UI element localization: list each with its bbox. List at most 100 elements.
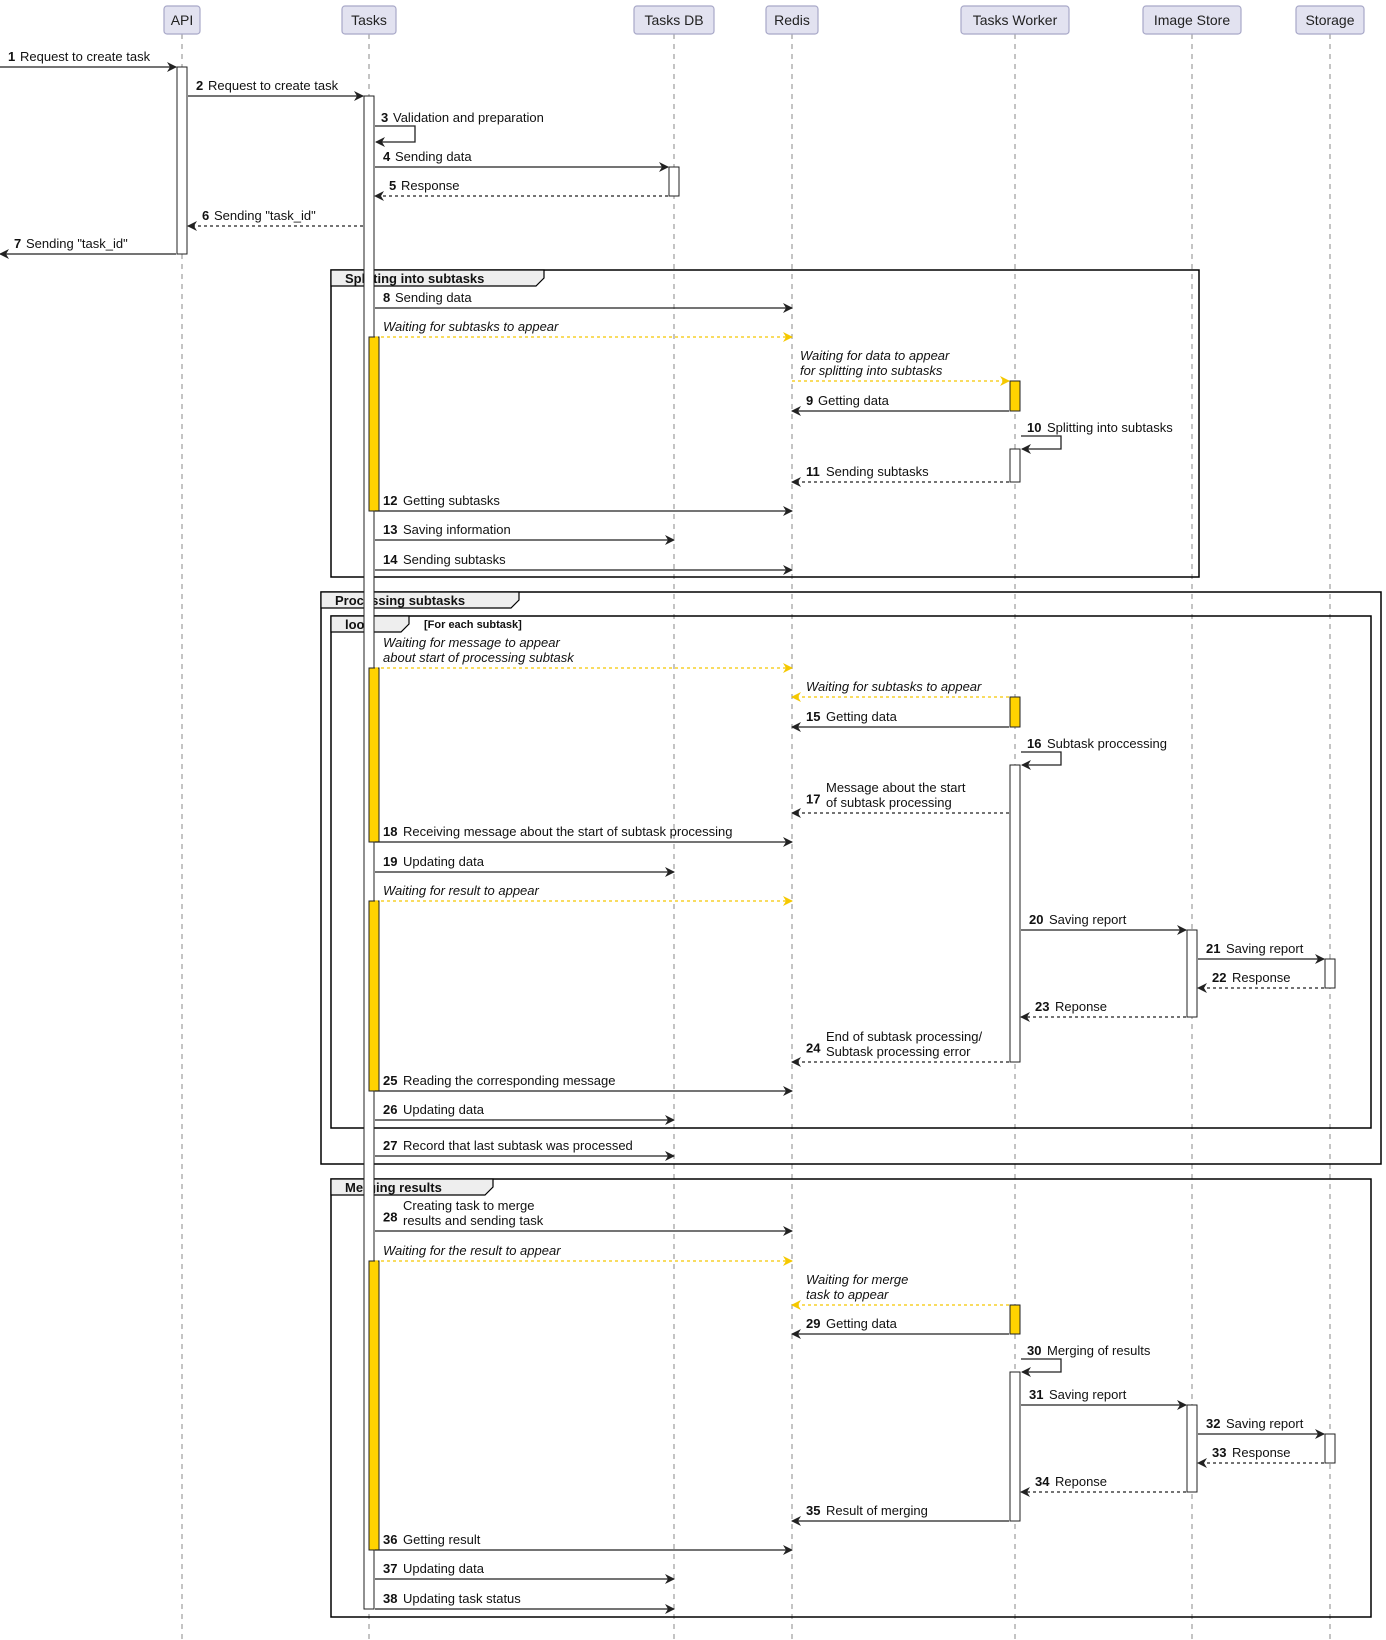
message-number: 17: [806, 792, 820, 807]
message-29: 29 Getting data: [791, 1316, 1009, 1339]
message-label: Subtask processing error: [826, 1044, 971, 1059]
message-number: 12: [383, 493, 397, 508]
participant-label: Tasks DB: [644, 12, 703, 28]
message-6: 6 Sending "task_id": [187, 208, 363, 231]
message-arrow: [375, 125, 416, 147]
participant-redis: Redis: [765, 5, 819, 35]
message-number: 10: [1027, 420, 1041, 435]
participant-storage: Storage: [1295, 5, 1365, 35]
message-21: 21 Saving report: [1198, 941, 1325, 964]
message-label: Waiting for result to appear: [383, 883, 540, 898]
message-label: Updating data: [403, 1561, 485, 1576]
message-arrow: [1021, 751, 1062, 770]
message-label: Waiting for message to appear: [383, 635, 560, 650]
message-label: Request to create task: [20, 49, 151, 64]
message-label: Reponse: [1055, 999, 1107, 1014]
message-label: Getting data: [826, 1316, 898, 1331]
activation-bar-worker: [1009, 448, 1021, 483]
message-label: Updating data: [403, 1102, 485, 1117]
message-label: Record that last subtask was processed: [403, 1138, 633, 1153]
frame-title: Processing subtasks: [335, 593, 465, 608]
message-32: 32 Saving report: [1198, 1416, 1325, 1439]
message-arrow: [1021, 1358, 1062, 1377]
message-number: 32: [1206, 1416, 1220, 1431]
participant-label: API: [171, 12, 194, 28]
activation-bar-imgstore: [1186, 929, 1198, 1018]
participant-label: Storage: [1305, 12, 1354, 28]
message-arrow: [1021, 435, 1062, 454]
message-label: Saving information: [403, 522, 511, 537]
message-35: 35 Result of merging: [791, 1503, 1009, 1526]
waiting-activation-tasks: [368, 1260, 380, 1551]
message-number: 29: [806, 1316, 820, 1331]
message-label: Saving report: [1049, 1387, 1127, 1402]
message-1: 1 Request to create task: [0, 49, 177, 72]
participant-tasks: Tasks: [341, 5, 397, 35]
waiting-activation-worker: [1009, 1304, 1021, 1335]
message-number: 1: [8, 49, 15, 64]
message-label: Getting data: [826, 709, 898, 724]
message-number: 6: [202, 208, 209, 223]
message-label: about start of processing subtask: [383, 650, 575, 665]
message-label: Waiting for data to appear: [800, 348, 950, 363]
message-label: Saving report: [1226, 1416, 1304, 1431]
message-23: 23 Reponse: [1020, 999, 1186, 1022]
message-number: 3: [381, 110, 388, 125]
message-label: of subtask processing: [826, 795, 952, 810]
message-number: 19: [383, 854, 397, 869]
participant-tasksdb: Tasks DB: [633, 5, 715, 35]
message-label: Sending data: [395, 290, 472, 305]
message-label: Updating task status: [403, 1591, 521, 1606]
message-label: Getting data: [818, 393, 890, 408]
waiting-message: Waiting for result to appear: [375, 883, 793, 906]
frame-loop: loop[For each subtask]: [330, 615, 1372, 1129]
frame-title: Merging results: [345, 1180, 442, 1195]
message-label: Message about the start: [826, 780, 966, 795]
message-label: Waiting for subtasks to appear: [383, 319, 559, 334]
message-label: Splitting into subtasks: [1047, 420, 1173, 435]
message-number: 11: [806, 464, 820, 479]
message-label: Saving report: [1226, 941, 1304, 956]
message-label: for splitting into subtasks: [800, 363, 943, 378]
message-number: 23: [1035, 999, 1049, 1014]
message-number: 31: [1029, 1387, 1043, 1402]
message-number: 20: [1029, 912, 1043, 927]
message-label: Result of merging: [826, 1503, 928, 1518]
message-label: Waiting for subtasks to appear: [806, 679, 982, 694]
message-number: 21: [1206, 941, 1220, 956]
participant-api: API: [163, 5, 201, 35]
message-9: 9 Getting data: [791, 393, 1009, 416]
activation-bar-storage: [1324, 1433, 1336, 1464]
activation-bar-worker: [1009, 764, 1021, 1063]
message-label: Reading the corresponding message: [403, 1073, 615, 1088]
message-number: 4: [383, 149, 391, 164]
message-label: task to appear: [806, 1287, 889, 1302]
message-label: Sending "task_id": [214, 208, 316, 223]
message-number: 9: [806, 393, 813, 408]
message-number: 5: [389, 178, 396, 193]
frame-splitting-into-subtasks: Splitting into subtasks: [330, 269, 1200, 578]
message-10: 10 Splitting into subtasks: [1021, 420, 1173, 454]
activation-bar-api: [176, 66, 188, 255]
activation-bar-tasks: [363, 95, 375, 1610]
message-number: 35: [806, 1503, 820, 1518]
message-number: 16: [1027, 736, 1041, 751]
